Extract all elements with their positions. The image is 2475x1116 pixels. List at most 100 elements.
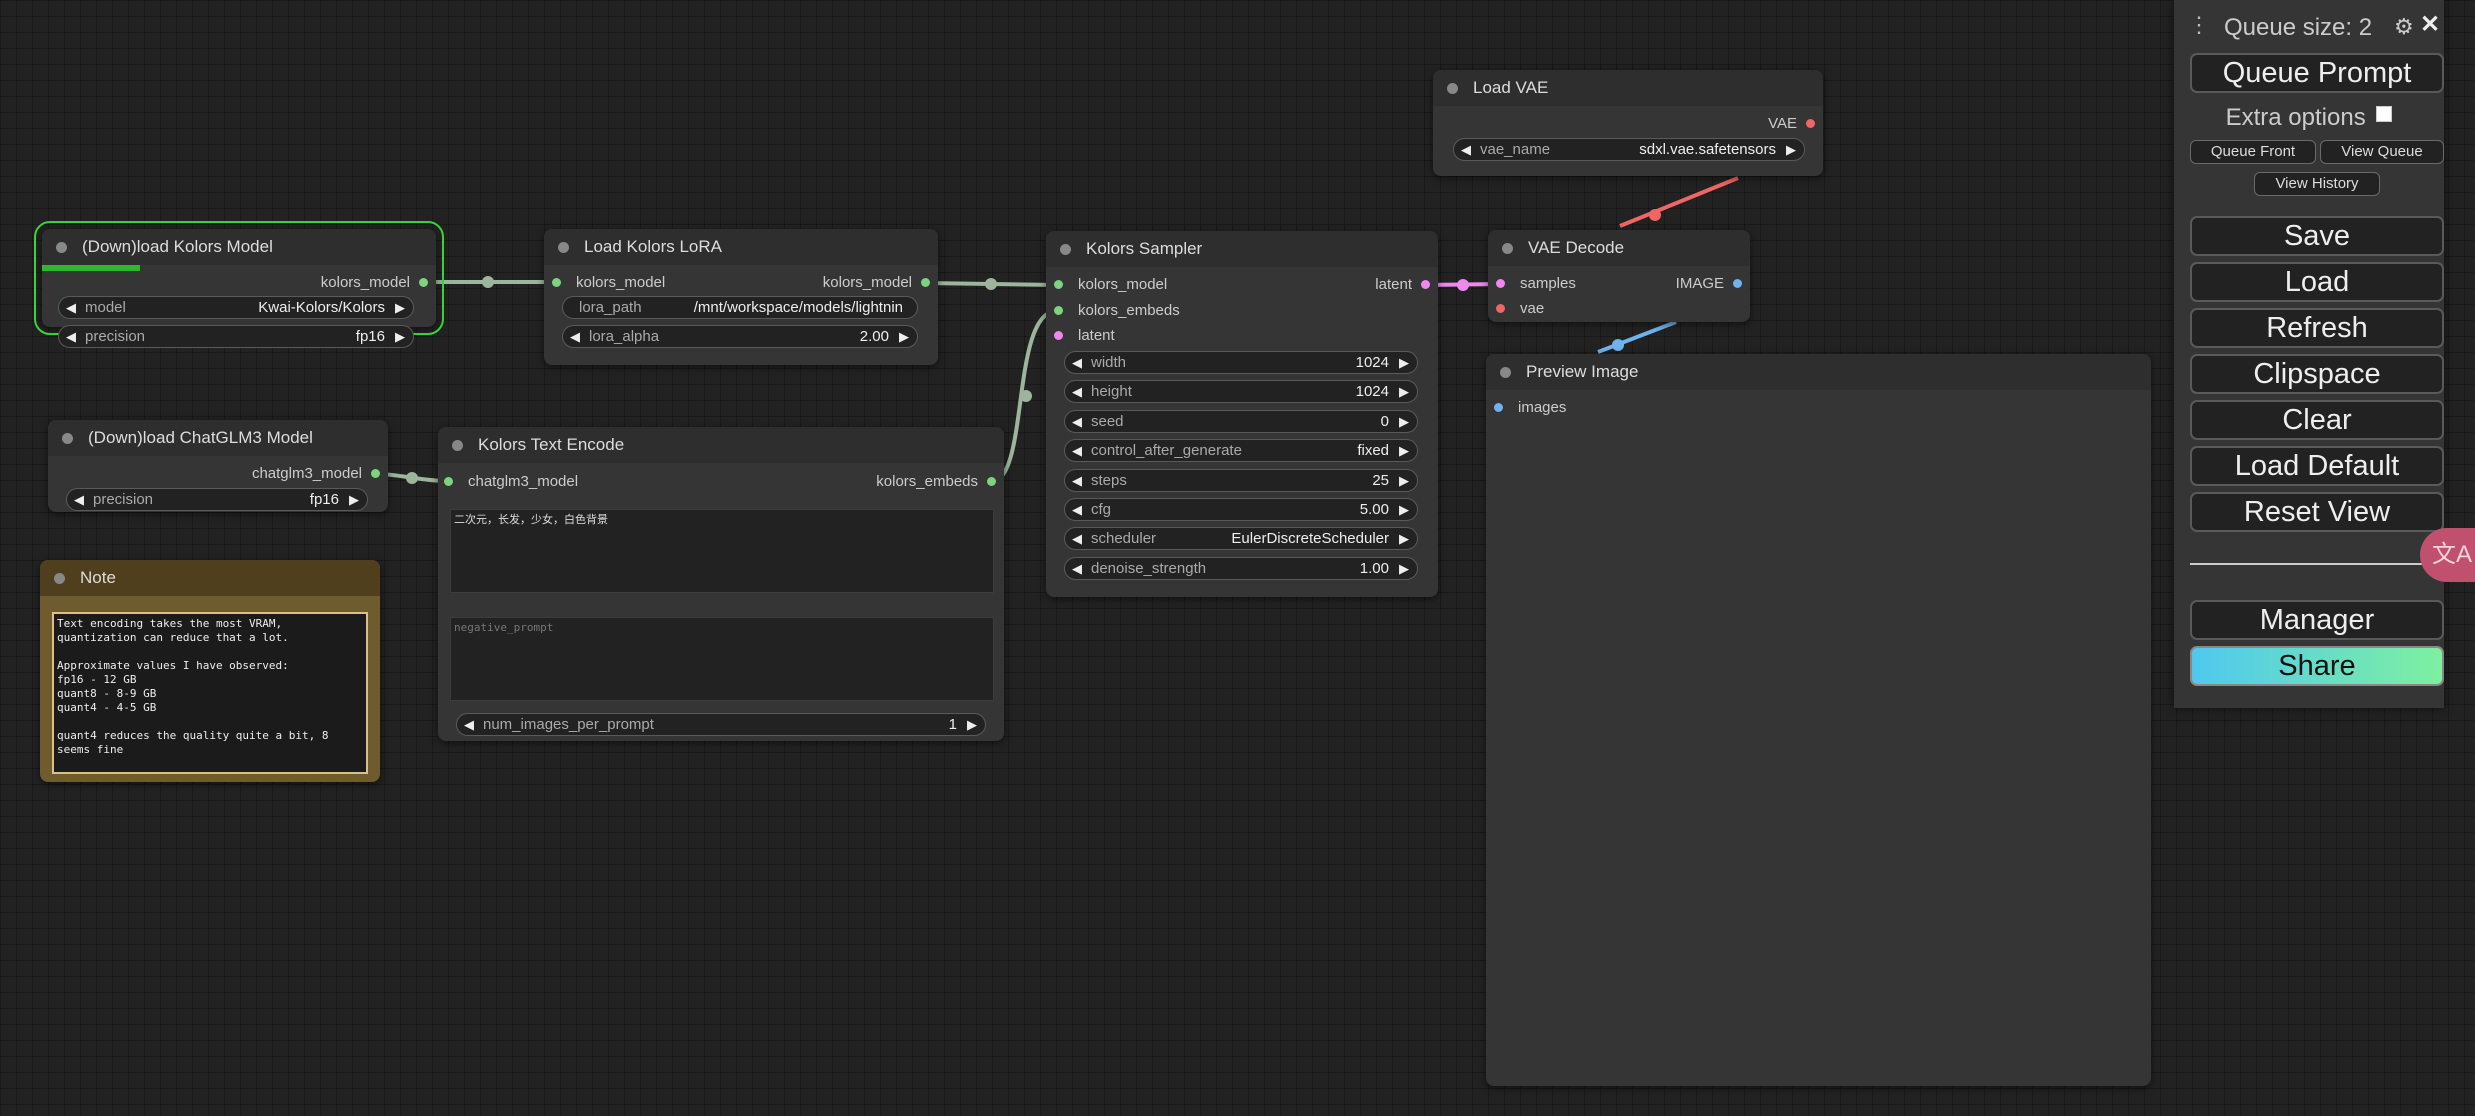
close-icon[interactable]: ✕ xyxy=(2420,11,2441,38)
node-title[interactable]: Load VAE xyxy=(1433,70,1823,106)
widget-lora-path[interactable]: lora_path/mnt/workspace/models/lightnin xyxy=(562,296,918,319)
extra-options-checkbox[interactable] xyxy=(2376,106,2393,122)
decrement-arrow-icon[interactable]: ◀ xyxy=(1072,502,1082,517)
node-preview-image[interactable]: Preview Image images xyxy=(1486,354,2151,1086)
increment-arrow-icon[interactable]: ▶ xyxy=(1399,384,1409,399)
increment-arrow-icon[interactable]: ▶ xyxy=(1399,502,1409,517)
increment-arrow-icon[interactable]: ▶ xyxy=(1399,473,1409,488)
input-slot-icon[interactable] xyxy=(552,278,561,287)
output-slot-icon[interactable] xyxy=(1733,279,1742,288)
decrement-arrow-icon[interactable]: ◀ xyxy=(1072,414,1082,429)
decrement-arrow-icon[interactable]: ◀ xyxy=(464,717,474,732)
clipspace-button[interactable]: Clipspace xyxy=(2190,354,2444,394)
decrement-arrow-icon[interactable]: ◀ xyxy=(570,329,580,344)
output-slot-icon[interactable] xyxy=(1421,280,1430,289)
output-slot-icon[interactable] xyxy=(921,278,930,287)
collapse-dot-icon[interactable] xyxy=(62,433,73,444)
input-samples[interactable]: samples xyxy=(1496,274,1576,294)
input-images[interactable]: images xyxy=(1494,398,1566,418)
input-slot-icon[interactable] xyxy=(1496,279,1505,288)
output-slot-icon[interactable] xyxy=(419,278,428,287)
increment-arrow-icon[interactable]: ▶ xyxy=(967,717,977,732)
note-text[interactable]: Text encoding takes the most VRAM, quant… xyxy=(52,612,368,774)
output-kolors-model[interactable]: kolors_model xyxy=(321,273,428,293)
input-slot-icon[interactable] xyxy=(1054,331,1063,340)
increment-arrow-icon[interactable]: ▶ xyxy=(1399,443,1409,458)
node-kolors-sampler[interactable]: Kolors Sampler kolors_model kolors_embed… xyxy=(1046,231,1438,597)
node-load-kolors-lora[interactable]: Load Kolors LoRA kolors_model kolors_mod… xyxy=(544,229,938,365)
node-kolors-text-encode[interactable]: Kolors Text Encode chatglm3_model kolors… xyxy=(438,427,1004,741)
output-kolors-model[interactable]: kolors_model xyxy=(823,273,930,293)
increment-arrow-icon[interactable]: ▶ xyxy=(1399,561,1409,576)
increment-arrow-icon[interactable]: ▶ xyxy=(899,329,909,344)
output-latent[interactable]: latent xyxy=(1375,275,1430,295)
input-kolors-embeds[interactable]: kolors_embeds xyxy=(1054,301,1180,321)
node-title[interactable]: Kolors Sampler xyxy=(1046,231,1438,267)
increment-arrow-icon[interactable]: ▶ xyxy=(395,300,405,315)
input-chatglm3-model[interactable]: chatglm3_model xyxy=(444,472,578,492)
output-slot-icon[interactable] xyxy=(1806,119,1815,128)
input-slot-icon[interactable] xyxy=(1054,280,1063,289)
decrement-arrow-icon[interactable]: ◀ xyxy=(66,329,76,344)
node-vae-decode[interactable]: VAE Decode samples vae IMAGE xyxy=(1488,230,1750,322)
node-title[interactable]: (Down)load Kolors Model xyxy=(42,229,436,265)
output-slot-icon[interactable] xyxy=(371,469,380,478)
collapse-dot-icon[interactable] xyxy=(1060,244,1071,255)
collapse-dot-icon[interactable] xyxy=(1502,243,1513,254)
node-note[interactable]: Note Text encoding takes the most VRAM, … xyxy=(40,560,380,782)
save-button[interactable]: Save xyxy=(2190,216,2444,256)
output-image[interactable]: IMAGE xyxy=(1676,274,1742,294)
input-slot-icon[interactable] xyxy=(1494,403,1503,412)
collapse-dot-icon[interactable] xyxy=(452,440,463,451)
input-vae[interactable]: vae xyxy=(1496,299,1544,319)
decrement-arrow-icon[interactable]: ◀ xyxy=(1072,384,1082,399)
collapse-dot-icon[interactable] xyxy=(558,242,569,253)
load-button[interactable]: Load xyxy=(2190,262,2444,302)
node-title[interactable]: Kolors Text Encode xyxy=(438,427,1004,463)
increment-arrow-icon[interactable]: ▶ xyxy=(1399,414,1409,429)
node-load-kolors-model[interactable]: (Down)load Kolors Model kolors_model ◀mo… xyxy=(34,221,444,348)
increment-arrow-icon[interactable]: ▶ xyxy=(1786,142,1796,157)
increment-arrow-icon[interactable]: ▶ xyxy=(395,329,405,344)
output-chatglm3-model[interactable]: chatglm3_model xyxy=(252,464,380,484)
increment-arrow-icon[interactable]: ▶ xyxy=(349,492,359,507)
input-latent[interactable]: latent xyxy=(1054,326,1115,346)
input-kolors-model[interactable]: kolors_model xyxy=(552,273,665,293)
output-kolors-embeds[interactable]: kolors_embeds xyxy=(876,472,996,492)
decrement-arrow-icon[interactable]: ◀ xyxy=(1461,142,1471,157)
input-slot-icon[interactable] xyxy=(1496,304,1505,313)
decrement-arrow-icon[interactable]: ◀ xyxy=(1072,473,1082,488)
queue-front-button[interactable]: Queue Front xyxy=(2190,140,2316,164)
increment-arrow-icon[interactable]: ▶ xyxy=(1399,355,1409,370)
drag-handle-icon[interactable]: ⋮ xyxy=(2188,12,2210,37)
node-title[interactable]: Load Kolors LoRA xyxy=(544,229,938,265)
input-slot-icon[interactable] xyxy=(444,477,453,486)
node-load-chatglm3-model[interactable]: (Down)load ChatGLM3 Model chatglm3_model… xyxy=(48,420,388,512)
output-slot-icon[interactable] xyxy=(987,477,996,486)
view-queue-button[interactable]: View Queue xyxy=(2320,140,2444,164)
reset-view-button[interactable]: Reset View xyxy=(2190,492,2444,532)
translate-icon[interactable]: 文A xyxy=(2420,528,2475,582)
node-title[interactable]: (Down)load ChatGLM3 Model xyxy=(48,420,388,456)
view-history-button[interactable]: View History xyxy=(2254,172,2380,196)
load-default-button[interactable]: Load Default xyxy=(2190,446,2444,486)
clear-button[interactable]: Clear xyxy=(2190,400,2444,440)
input-slot-icon[interactable] xyxy=(1054,306,1063,315)
increment-arrow-icon[interactable]: ▶ xyxy=(1399,531,1409,546)
collapse-dot-icon[interactable] xyxy=(1447,83,1458,94)
